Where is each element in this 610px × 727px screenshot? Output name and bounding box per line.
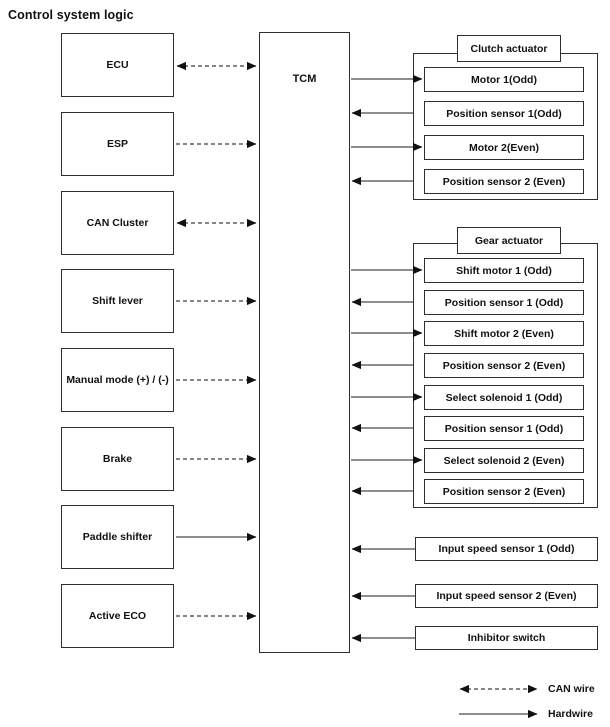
box-esp: ESP <box>61 112 174 176</box>
legend-can-wire-label: CAN wire <box>548 683 595 695</box>
box-manual-mode: Manual mode (+) / (-) <box>61 348 174 412</box>
box-shift-motor-2-label: Shift motor 2 (Even) <box>454 327 554 340</box>
box-inhibitor-switch: Inhibitor switch <box>415 626 598 650</box>
box-paddle-shifter: Paddle shifter <box>61 505 174 569</box>
box-inhibitor-switch-label: Inhibitor switch <box>467 632 546 644</box>
box-gear-position-sensor-1-label: Position sensor 1 (Odd) <box>444 296 564 309</box>
box-gear-position-sensor-1: Position sensor 1 (Odd) <box>424 290 584 315</box>
box-select-solenoid-1-label: Select solenoid 1 (Odd) <box>445 391 563 404</box>
box-active-eco: Active ECO <box>61 584 174 648</box>
clutch-actuator-title-box: Clutch actuator <box>457 35 561 62</box>
box-input-speed-sensor-1: Input speed sensor 1 (Odd) <box>415 537 598 561</box>
box-can-cluster-label: CAN Cluster <box>86 217 149 229</box>
box-motor-1-odd-label: Motor 1(Odd) <box>471 73 537 86</box>
box-gear-position-sensor-4: Position sensor 2 (Even) <box>424 479 584 504</box>
box-brake-label: Brake <box>102 453 133 465</box>
box-tcm-label: TCM <box>292 73 317 85</box>
legend-hardwire-label: Hardwire <box>548 708 593 720</box>
box-shift-motor-2: Shift motor 2 (Even) <box>424 321 584 346</box>
box-gear-position-sensor-3-label: Position sensor 1 (Odd) <box>444 422 564 435</box>
box-select-solenoid-2: Select solenoid 2 (Even) <box>424 448 584 473</box>
box-tcm: TCM <box>259 32 350 653</box>
box-motor-1-odd: Motor 1(Odd) <box>424 67 584 92</box>
box-gear-position-sensor-2: Position sensor 2 (Even) <box>424 353 584 378</box>
page-title: Control system logic <box>8 8 134 22</box>
clutch-actuator-title: Clutch actuator <box>470 42 548 55</box>
box-input-speed-sensor-1-label: Input speed sensor 1 (Odd) <box>438 543 575 555</box>
box-esp-label: ESP <box>106 138 128 150</box>
gear-actuator-title-box: Gear actuator <box>457 227 561 254</box>
box-active-eco-label: Active ECO <box>88 610 147 622</box>
box-can-cluster: CAN Cluster <box>61 191 174 255</box>
box-clutch-position-sensor-1: Position sensor 1(Odd) <box>424 101 584 126</box>
box-clutch-position-sensor-2-label: Position sensor 2 (Even) <box>442 175 566 188</box>
box-motor-2-even-label: Motor 2(Even) <box>468 141 539 154</box>
box-clutch-position-sensor-2: Position sensor 2 (Even) <box>424 169 584 194</box>
box-ecu-label: ECU <box>106 59 129 71</box>
box-shift-motor-1-label: Shift motor 1 (Odd) <box>456 264 552 277</box>
box-motor-2-even: Motor 2(Even) <box>424 135 584 160</box>
box-gear-position-sensor-2-label: Position sensor 2 (Even) <box>442 359 566 372</box>
box-select-solenoid-2-label: Select solenoid 2 (Even) <box>443 454 565 467</box>
box-manual-mode-label: Manual mode (+) / (-) <box>66 374 169 386</box>
box-input-speed-sensor-2: Input speed sensor 2 (Even) <box>415 584 598 608</box>
box-select-solenoid-1: Select solenoid 1 (Odd) <box>424 385 584 410</box>
box-clutch-position-sensor-1-label: Position sensor 1(Odd) <box>446 107 562 120</box>
box-shift-lever: Shift lever <box>61 269 174 333</box>
box-shift-lever-label: Shift lever <box>92 295 143 307</box>
box-shift-motor-1: Shift motor 1 (Odd) <box>424 258 584 283</box>
box-gear-position-sensor-3: Position sensor 1 (Odd) <box>424 416 584 441</box>
gear-actuator-title: Gear actuator <box>474 234 544 247</box>
box-ecu: ECU <box>61 33 174 97</box>
box-gear-position-sensor-4-label: Position sensor 2 (Even) <box>442 485 566 498</box>
box-paddle-shifter-label: Paddle shifter <box>82 531 153 543</box>
box-brake: Brake <box>61 427 174 491</box>
box-input-speed-sensor-2-label: Input speed sensor 2 (Even) <box>436 590 577 602</box>
